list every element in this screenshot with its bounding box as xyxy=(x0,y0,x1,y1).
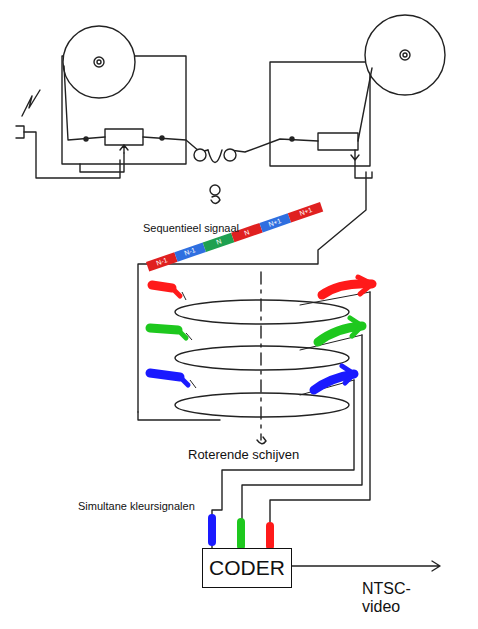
right-head xyxy=(318,133,358,150)
segment-label: N-1 xyxy=(146,252,178,271)
left-reel xyxy=(63,26,135,98)
segment-label: N+1 xyxy=(259,213,291,232)
caption-label: Roterende schijven xyxy=(188,447,299,462)
segment-label: N+1 xyxy=(288,202,323,223)
caption-label: Sequentieel signaal xyxy=(143,222,239,234)
output-label: NTSC- video xyxy=(362,580,424,617)
coder-box: CODER xyxy=(202,548,292,588)
right-tape-deck xyxy=(270,62,370,166)
sequential-signal-bar xyxy=(146,202,323,271)
right-reel xyxy=(365,15,445,95)
segment-label: N xyxy=(203,233,235,252)
caption-label: Simultane kleursignalen xyxy=(78,500,195,512)
segment-label: N-1 xyxy=(174,242,206,261)
left-head xyxy=(105,129,143,145)
node-text: CODER xyxy=(209,556,285,580)
